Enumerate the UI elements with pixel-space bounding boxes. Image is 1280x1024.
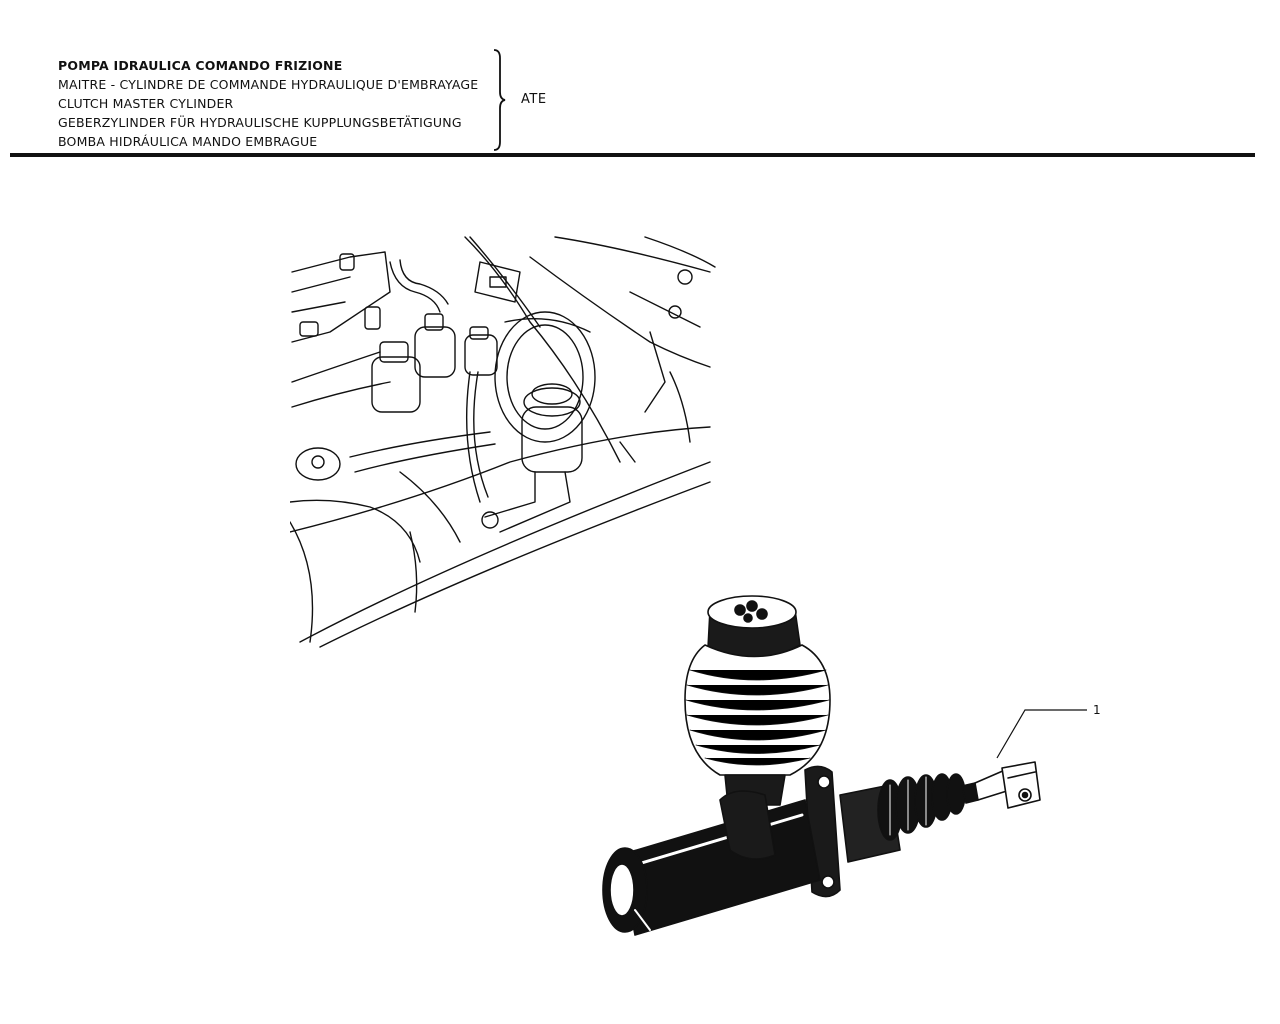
callout-leader-line bbox=[996, 709, 1087, 759]
title-german: GEBERZYLINDER FÜR HYDRAULISCHE KUPPLUNGS… bbox=[58, 115, 462, 130]
title-spanish: BOMBA HIDRÁULICA MANDO EMBRAGUE bbox=[58, 134, 318, 149]
engine-bay-illustration bbox=[290, 236, 716, 648]
callout-number: 1 bbox=[1093, 703, 1101, 717]
title-brace bbox=[493, 49, 506, 151]
title-english: CLUTCH MASTER CYLINDER bbox=[58, 96, 234, 111]
title-italian: POMPA IDRAULICA COMANDO FRIZIONE bbox=[58, 58, 343, 73]
header-divider bbox=[10, 153, 1255, 157]
manufacturer-label: ATE bbox=[521, 92, 547, 107]
title-french: MAITRE - CYLINDRE DE COMMANDE HYDRAULIQU… bbox=[58, 77, 479, 92]
master-cylinder-illustration bbox=[602, 595, 1041, 936]
catalog-header: POMPA IDRAULICA COMANDO FRIZIONE MAITRE … bbox=[58, 56, 478, 151]
